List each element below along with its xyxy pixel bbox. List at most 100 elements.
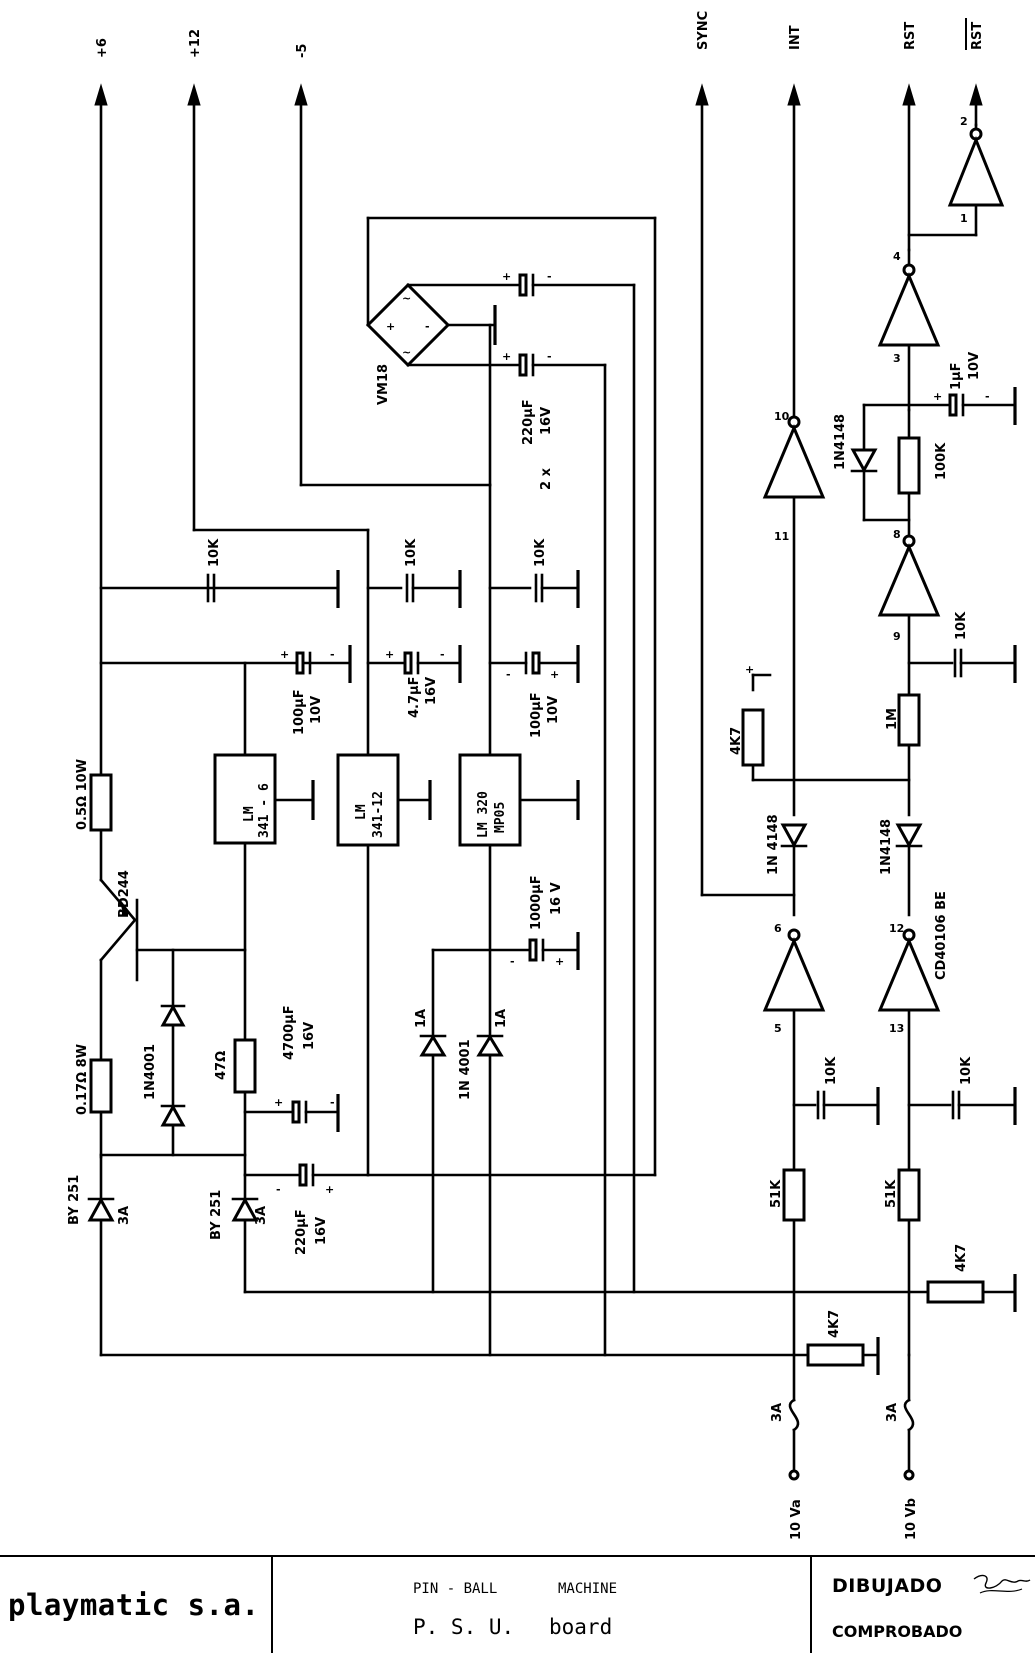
regulator-lm341-6: LM 341 - 6 — [99, 586, 352, 1042]
handwritten-signature — [973, 1574, 1031, 1594]
rail-rst: RST — [902, 22, 918, 252]
checked-label: COMPROBADO — [832, 1622, 963, 1641]
input-10vb: 10 Vb — [903, 1469, 919, 1540]
svg-text:1: 1 — [960, 212, 968, 225]
resistor-47ohm: 47Ω — [214, 1038, 257, 1177]
svg-text:1N 4148: 1N 4148 — [766, 814, 781, 875]
svg-text:11: 11 — [774, 530, 789, 543]
diodes-1n4001-negative: 1A 1A 1N 4001 — [414, 948, 509, 1294]
company-cell: playmatic s.a. — [0, 1557, 273, 1653]
svg-text:LM: LM — [242, 806, 257, 822]
title-block: playmatic s.a. PIN - BALL MACHINE P. S. … — [0, 1555, 1035, 1653]
svg-text:+: + — [502, 350, 511, 363]
resistor-4k7-a: 4K7 — [792, 1310, 880, 1375]
svg-text:1A: 1A — [414, 1009, 429, 1028]
title-line2-b: board — [549, 1615, 613, 1639]
fuse-b: 3A — [885, 1353, 915, 1472]
svg-text:10K: 10K — [207, 538, 222, 567]
svg-text:10K: 10K — [824, 1056, 839, 1085]
svg-text:LM: LM — [354, 804, 369, 820]
svg-text:13: 13 — [889, 1022, 904, 1035]
svg-text:-: - — [547, 270, 552, 283]
svg-text:1N4148: 1N4148 — [833, 414, 848, 470]
resistor-51k-a: 51K — [769, 1168, 806, 1357]
svg-text:4K7: 4K7 — [729, 727, 744, 755]
psu-schematic: +6 +12 -5 SYNC INT RST RST 0.5Ω 10W — [67, 11, 1017, 1540]
svg-text:1μF: 1μF — [949, 363, 964, 391]
net-label-rst: RST — [903, 22, 918, 50]
diode-pair-1n4001: 1N4001 — [99, 948, 247, 1157]
svg-text:-: - — [425, 320, 430, 333]
resistor-05ohm: 0.5Ω 10W — [75, 759, 113, 882]
svg-text:+: + — [550, 668, 559, 681]
regulator-lm320: 10K - + 100μF 10V LM 320 MP05 - + 1000μF… — [431, 483, 580, 1357]
svg-text:+: + — [385, 648, 394, 661]
svg-text:4K7: 4K7 — [954, 1244, 969, 1272]
cap-4700uf: + - 4700μF 16V — [243, 1005, 340, 1132]
resistor-4k7-int: + 4K7 — [729, 663, 911, 782]
svg-text:220μF: 220μF — [521, 399, 536, 445]
title-line1-a: PIN - BALL — [413, 1581, 498, 1597]
bridge-rectifier-vm18: ~ ~ + - VM18 + - + - 220μF 16V 2 x — [365, 216, 657, 1357]
svg-text:1000μF: 1000μF — [529, 875, 544, 930]
svg-text:+: + — [933, 390, 942, 403]
svg-text:VM18: VM18 — [376, 364, 391, 405]
svg-text:+: + — [325, 1183, 334, 1196]
svg-text:-: - — [547, 350, 552, 363]
inverter-pin10-11: 10 11 — [762, 410, 826, 817]
svg-text:-: - — [440, 648, 445, 661]
resistor-51k-b: 51K — [884, 1168, 921, 1357]
svg-text:+: + — [274, 1096, 283, 1109]
svg-text:100μF: 100μF — [529, 692, 544, 738]
svg-text:10K: 10K — [533, 538, 548, 567]
title-cell: PIN - BALL MACHINE P. S. U. board — [273, 1557, 812, 1653]
rail-int: INT — [787, 25, 803, 417]
svg-text:+: + — [555, 955, 564, 968]
svg-text:341-12: 341-12 — [371, 791, 386, 838]
svg-text:+: + — [280, 648, 289, 661]
svg-text:6: 6 — [774, 922, 782, 935]
cap-1uf: + - 1μF 10V — [907, 352, 1017, 425]
cap-10k-e: 10K — [792, 1056, 880, 1125]
inverter-pin8-9: 8 9 — [877, 528, 941, 697]
svg-text:0.5Ω 10W: 0.5Ω 10W — [75, 759, 90, 830]
svg-text:10V: 10V — [967, 352, 982, 380]
svg-text:1N4001: 1N4001 — [143, 1044, 158, 1100]
svg-text:2: 2 — [960, 115, 968, 128]
svg-text:10 Va: 10 Va — [789, 1499, 804, 1540]
svg-text:~: ~ — [402, 292, 411, 305]
svg-text:BD244: BD244 — [117, 870, 132, 918]
inverter-pin12-13: 12 13 CD40106 BE — [877, 891, 949, 1172]
svg-text:51K: 51K — [769, 1179, 784, 1208]
svg-text:0.17Ω 8W: 0.17Ω 8W — [75, 1044, 90, 1115]
regulator-lm341-12: 10K + - 4.7μF 16V LM 341-12 — [336, 528, 462, 1177]
rail-rst-n: RST — [965, 18, 985, 127]
diode-by251-a: BY 251 3A — [67, 1153, 796, 1357]
svg-text:3A: 3A — [770, 1403, 785, 1422]
net-label-rst-n: RST — [970, 22, 985, 50]
cap-100uf-a: + - 100μF 10V — [280, 645, 352, 735]
svg-text:1N 4001: 1N 4001 — [458, 1039, 473, 1100]
title-line2-a: P. S. U. — [413, 1615, 515, 1639]
svg-text:341 - 6: 341 - 6 — [257, 783, 272, 838]
inverter-pin5-6: 6 5 — [762, 922, 826, 1172]
svg-text:16 V: 16 V — [549, 882, 564, 915]
svg-text:16V: 16V — [314, 1217, 329, 1245]
svg-text:-: - — [506, 668, 511, 681]
svg-text:1N4148: 1N4148 — [879, 819, 894, 875]
cap-10k-d: 10K — [907, 611, 1017, 683]
svg-text:-: - — [276, 1183, 281, 1196]
rail-m5: -5 — [294, 44, 492, 487]
svg-text:220μF: 220μF — [294, 1209, 309, 1255]
cap-10k-f: 10K — [907, 1056, 1017, 1125]
diode-by251-b: BY 251 3A — [209, 1173, 911, 1294]
svg-text:5: 5 — [774, 1022, 782, 1035]
svg-text:3A: 3A — [254, 1206, 269, 1225]
net-label-int: INT — [788, 25, 803, 50]
svg-text:-: - — [510, 955, 515, 968]
svg-text:10K: 10K — [954, 611, 969, 640]
svg-text:-: - — [330, 648, 335, 661]
input-10va: 10 Va — [788, 1469, 804, 1540]
svg-text:3: 3 — [893, 352, 901, 365]
net-label-m5: -5 — [295, 44, 310, 58]
